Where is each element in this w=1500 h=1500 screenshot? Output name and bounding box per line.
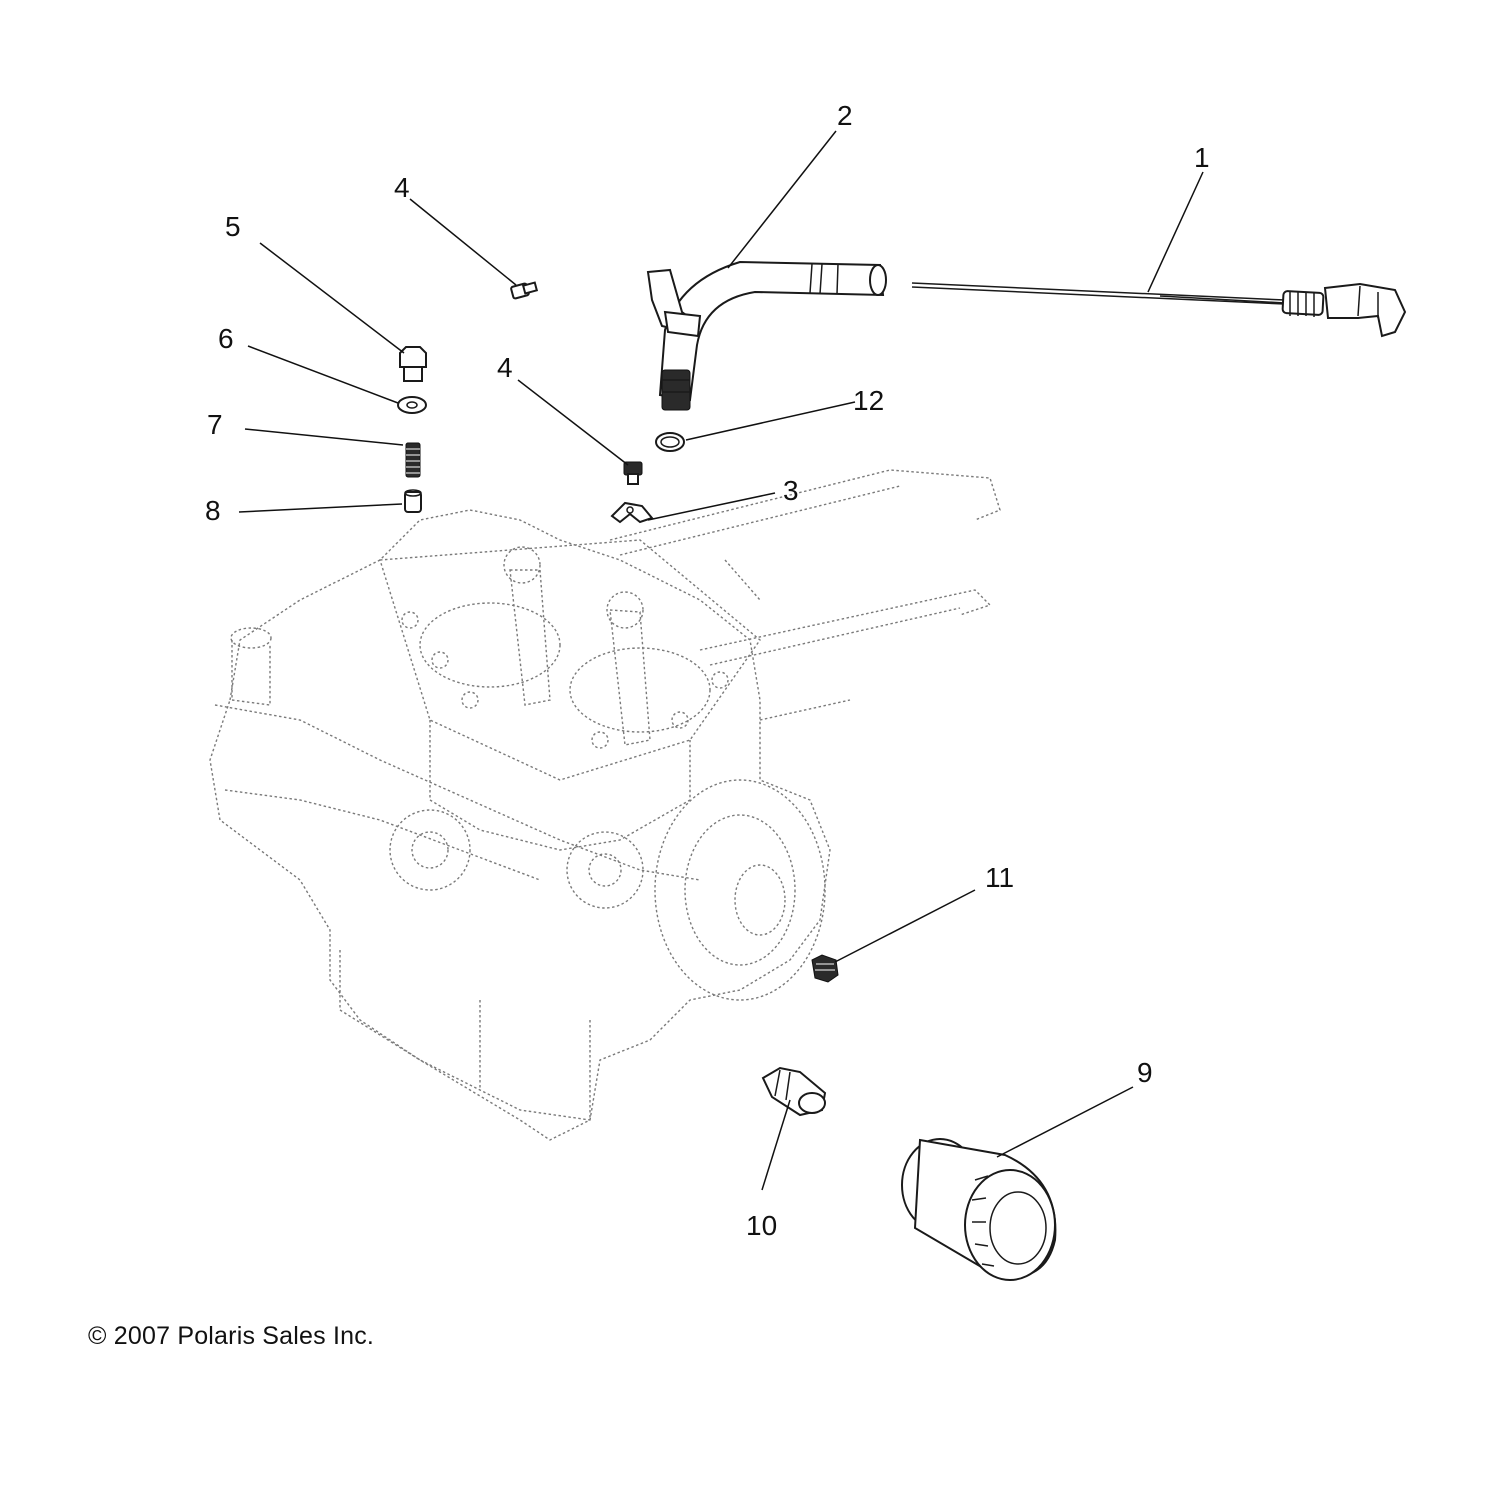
leader-5	[259, 242, 405, 354]
callout-9: 9	[1137, 1057, 1153, 1088]
o-ring-inner	[660, 436, 680, 448]
adapter-part	[761, 1066, 827, 1117]
callout-5: 5	[225, 211, 241, 242]
callout-8: 8	[205, 495, 221, 526]
leader-11	[834, 889, 976, 963]
callout-numbers: 1 2 3 4 4 5 6 7 8 9 10 11 12	[205, 100, 1210, 1241]
callout-11: 11	[985, 862, 1014, 893]
o-ring-part	[655, 432, 685, 452]
fitting-part	[811, 954, 839, 983]
engine-block-ghost	[209, 469, 1001, 1141]
leader-8	[238, 503, 403, 513]
leader-2	[727, 130, 837, 269]
callout-12: 12	[853, 385, 884, 416]
callout-2: 2	[837, 100, 853, 131]
leader-6	[247, 345, 399, 404]
leader-9	[996, 1086, 1134, 1158]
callout-7: 7	[207, 409, 223, 440]
callout-3: 3	[783, 475, 799, 506]
callout-4-upper: 4	[394, 172, 410, 203]
callout-10: 10	[746, 1210, 777, 1241]
bolt-upper-part	[510, 281, 539, 300]
leader-10	[761, 1099, 791, 1191]
callout-6: 6	[218, 323, 234, 354]
leader-3	[647, 492, 776, 521]
dipstick-part	[911, 282, 1407, 338]
leader-4a	[409, 198, 517, 286]
bolt-lower-part	[623, 461, 643, 485]
oil-filter-part	[901, 1138, 1057, 1281]
copyright-text: © 2007 Polaris Sales Inc.	[88, 1322, 375, 1350]
callout-1: 1	[1194, 142, 1210, 173]
dipstick-tube-part	[646, 260, 887, 411]
callout-4-lower: 4	[497, 352, 513, 383]
leader-7	[244, 428, 404, 446]
washer-part	[397, 396, 427, 414]
leader-lines	[238, 130, 1204, 1191]
plunger-part	[404, 489, 422, 513]
leader-12	[685, 401, 856, 441]
leader-1	[1147, 171, 1204, 293]
bracket-part	[610, 501, 654, 524]
spring-part	[405, 442, 421, 478]
drain-bolt-part	[399, 346, 427, 382]
leader-4b	[517, 379, 629, 466]
